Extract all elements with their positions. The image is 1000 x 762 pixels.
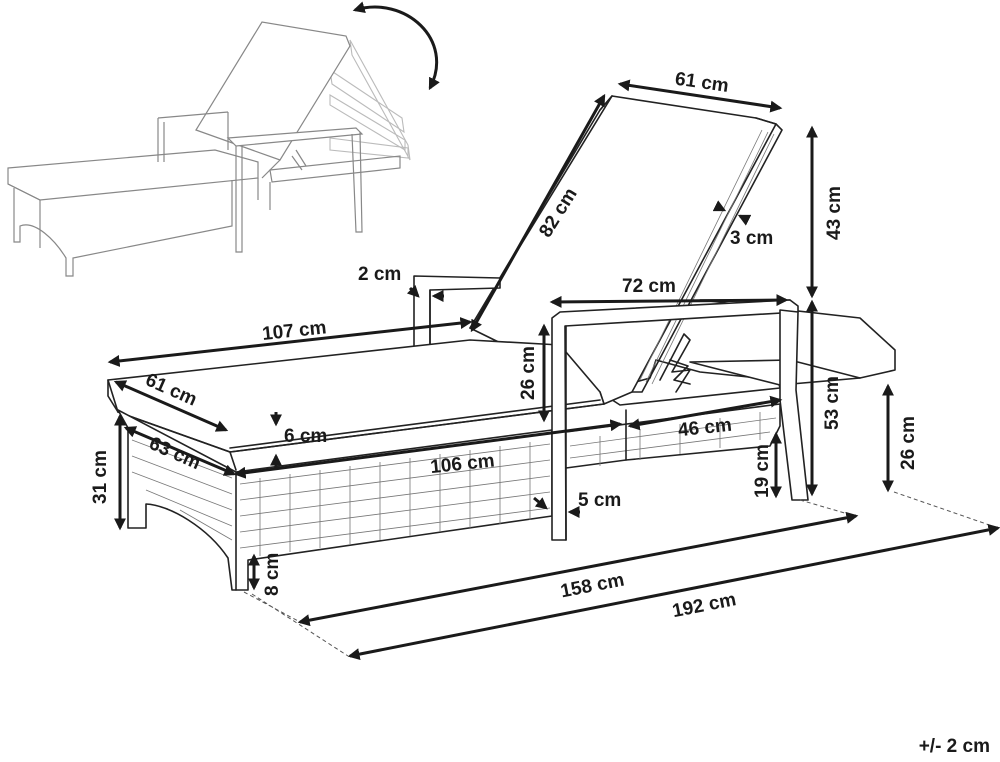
label-backrest-thickness: 3 cm <box>730 228 773 249</box>
dimension-lines <box>107 79 1000 661</box>
label-armrest-height: 26 cm <box>518 346 539 400</box>
label-total-height: 53 cm <box>822 376 843 430</box>
label-rear-leg-height: 19 cm <box>752 444 773 498</box>
label-body-length: 158 cm <box>559 570 626 603</box>
label-front-height: 31 cm <box>90 450 111 504</box>
thumbnail-lounger <box>7 1 440 277</box>
label-seat-length: 107 cm <box>261 317 327 345</box>
label-leg-height: 8 cm <box>262 553 283 596</box>
label-armrest-length: 72 cm <box>622 276 676 297</box>
label-back-height: 43 cm <box>824 186 845 240</box>
label-armrest-thickness: 2 cm <box>358 264 401 285</box>
tolerance-note: +/- 2 cm <box>918 736 990 757</box>
label-lying-height: 26 cm <box>898 416 919 470</box>
label-leg-width: 5 cm <box>578 490 621 511</box>
label-cushion-thickness: 6 cm <box>284 426 327 447</box>
label-total-length: 192 cm <box>671 589 738 622</box>
